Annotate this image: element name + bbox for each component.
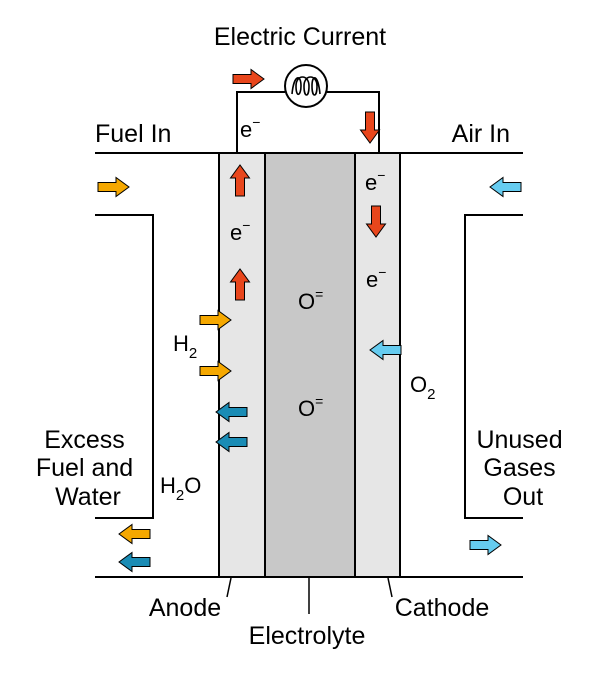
h2o-label: H2O xyxy=(160,473,201,504)
electrolyte-label: Electrolyte xyxy=(249,622,366,650)
fuel-in-arrow xyxy=(97,177,130,197)
air-in-label: Air In xyxy=(452,120,510,148)
unused-gases-label: Unused Gases Out xyxy=(476,426,569,511)
anode-electron-label: e− xyxy=(230,217,250,245)
electron-flow-arrow xyxy=(232,69,265,89)
meter-icon xyxy=(284,64,328,108)
oxide-ion-label-lower: O= xyxy=(298,393,323,421)
electrolyte-layer xyxy=(264,152,356,578)
cathode-electron-label-lower: e− xyxy=(366,264,386,292)
fuel-in-label: Fuel In xyxy=(95,120,171,148)
title: Electric Current xyxy=(214,23,386,51)
anode-leader xyxy=(226,577,232,598)
oxide-ion-label-upper: O= xyxy=(298,286,323,314)
cathode-incoming-electron-arrow xyxy=(360,111,380,144)
h2-label: H2 xyxy=(173,331,197,362)
anode-top-electron-label: e− xyxy=(240,114,260,142)
air-in-arrow xyxy=(489,177,522,197)
circuit-wire xyxy=(236,91,380,153)
cathode-channel-wall xyxy=(464,214,523,519)
anode-label: Anode xyxy=(149,594,221,622)
excess-water-arrow xyxy=(118,552,151,572)
excess-fuel-label: Excess Fuel and Water xyxy=(36,426,140,511)
unused-gas-arrow xyxy=(469,535,502,555)
excess-fuel-arrow xyxy=(118,524,151,544)
anode-channel-wall xyxy=(95,214,154,519)
cathode-leader xyxy=(387,577,393,598)
o2-label: O2 xyxy=(410,372,435,403)
cathode-label: Cathode xyxy=(395,594,490,622)
cathode-electron-label-upper: e− xyxy=(365,167,385,195)
